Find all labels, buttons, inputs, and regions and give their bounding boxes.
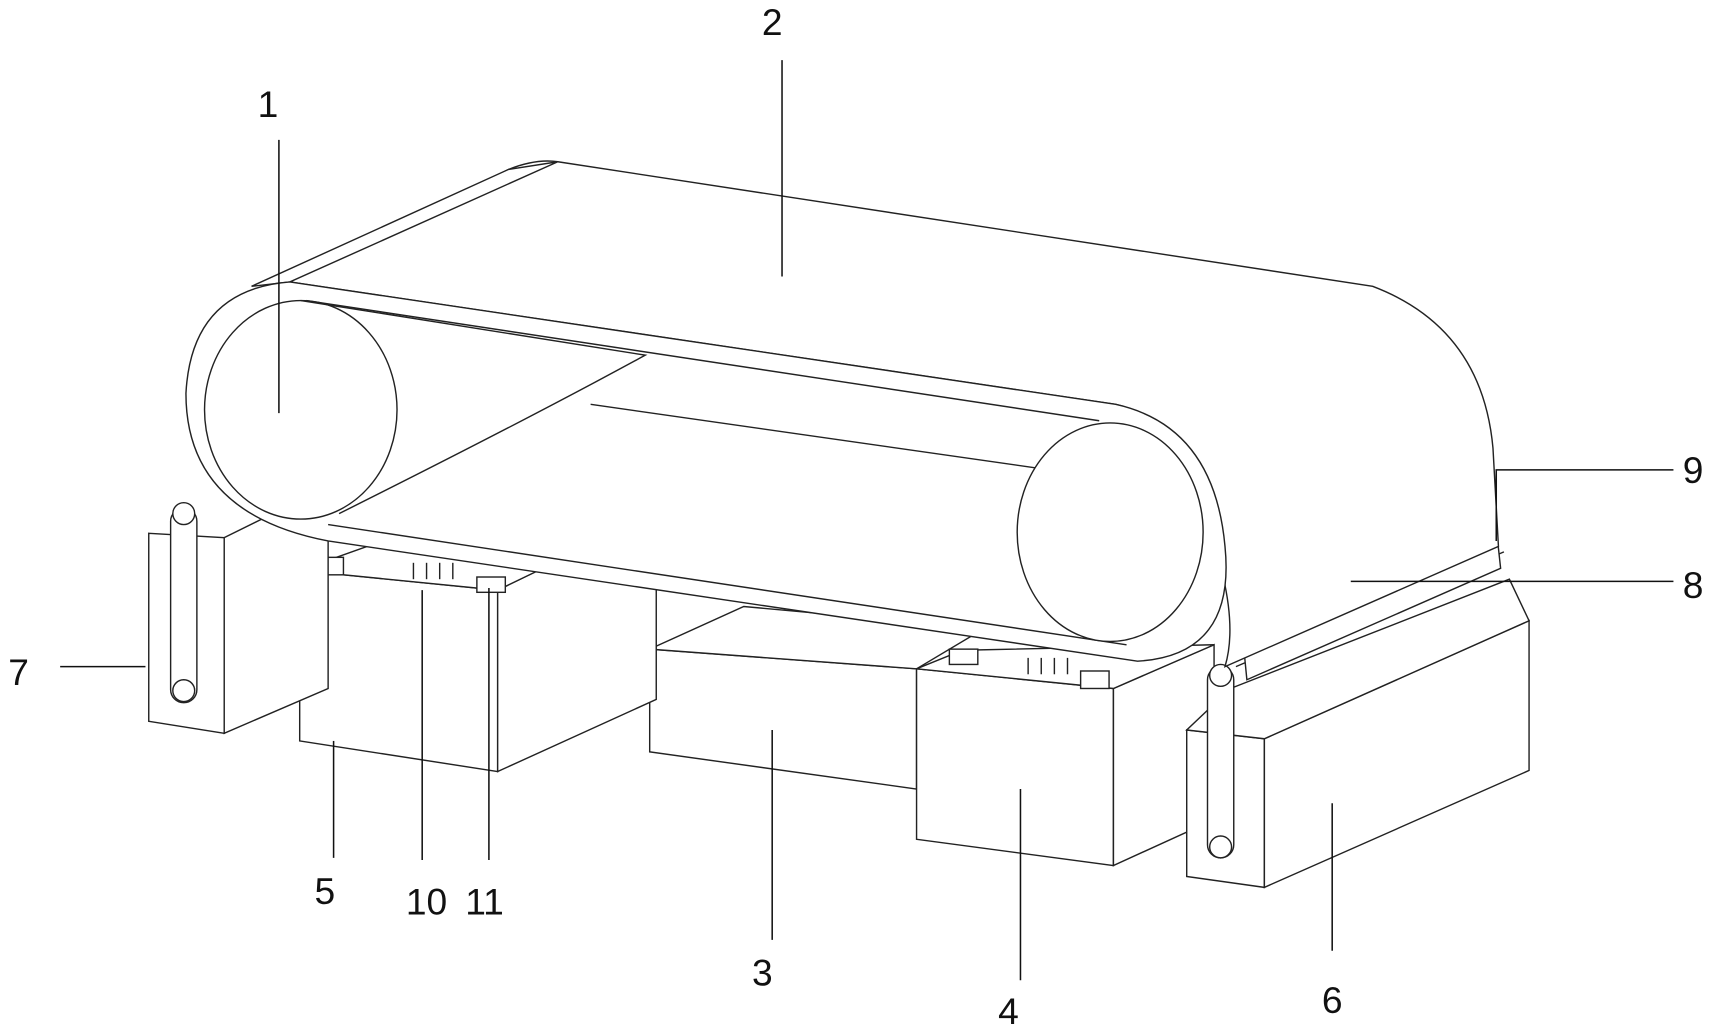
- label-4: 4: [998, 990, 1019, 1032]
- roller-1: [205, 301, 398, 520]
- support-block-4: [917, 645, 1215, 866]
- label-11: 11: [465, 881, 504, 923]
- label-8: 8: [1683, 564, 1704, 606]
- label-2: 2: [762, 1, 783, 43]
- label-5: 5: [315, 870, 336, 912]
- label-9: 9: [1683, 449, 1704, 491]
- label-10: 10: [406, 881, 447, 923]
- roller-right: [1017, 423, 1203, 642]
- label-3: 3: [752, 952, 773, 994]
- label-7: 7: [8, 651, 29, 693]
- label-6: 6: [1322, 979, 1343, 1021]
- label-1: 1: [258, 83, 279, 125]
